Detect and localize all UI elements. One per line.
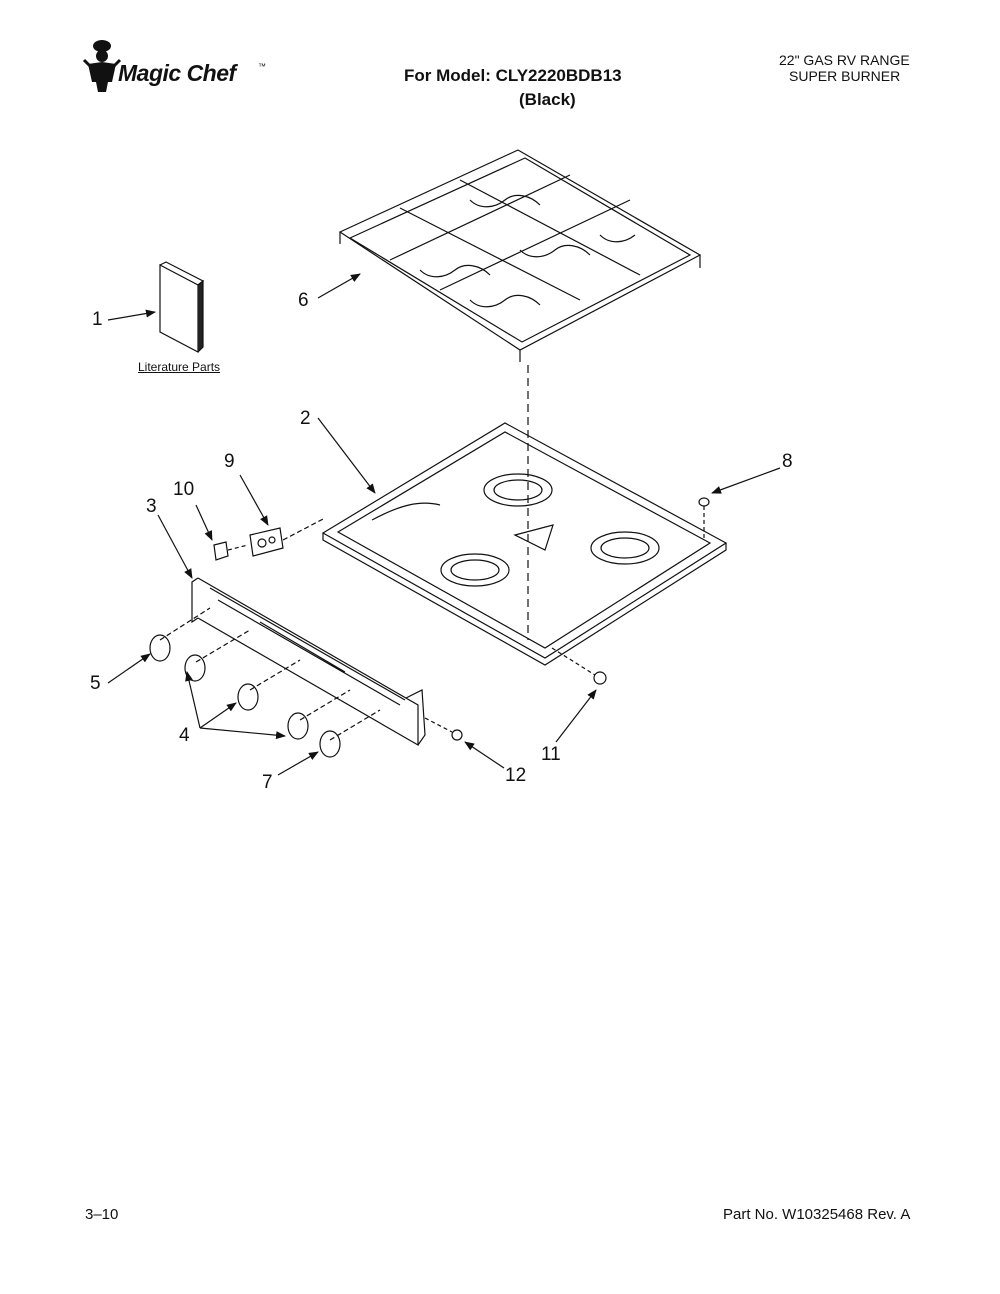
callout-leaders <box>107 273 781 776</box>
model-color: (Black) <box>519 90 576 109</box>
burner-grate <box>338 149 702 362</box>
valve-assembly <box>213 517 326 561</box>
callout-2: 2 <box>300 408 311 429</box>
screw-12 <box>424 717 463 741</box>
callout-10: 10 <box>173 479 195 500</box>
callout-9: 9 <box>224 451 235 472</box>
callout-11: 11 <box>541 744 561 765</box>
burner-knobs <box>149 634 341 758</box>
page-number: 3–10 <box>85 1206 119 1223</box>
product-subtitle: SUPER BURNER <box>789 68 901 84</box>
literature-parts-label: Literature Parts <box>138 360 221 374</box>
product-title: 22" GAS RV RANGE <box>779 52 910 68</box>
cooktop-screw-8 <box>698 497 710 540</box>
part-number: Part No. W10325468 Rev. A <box>723 1206 911 1223</box>
model-number: For Model: CLY2220BDB13 <box>404 66 622 85</box>
control-panel <box>159 577 426 747</box>
chef-logo-icon <box>82 40 122 92</box>
brand-name: Magic Chef <box>118 60 236 86</box>
callout-4: 4 <box>179 725 190 746</box>
callout-6: 6 <box>298 290 309 311</box>
callout-12: 12 <box>505 765 527 786</box>
callout-8: 8 <box>782 451 793 472</box>
cooktop <box>321 422 728 666</box>
literature-booklet <box>159 261 205 353</box>
callout-3: 3 <box>146 496 157 517</box>
callout-7: 7 <box>262 772 273 793</box>
screw-11 <box>551 647 607 685</box>
brand-logo <box>82 38 122 94</box>
brand-trademark: ™ <box>258 62 266 71</box>
callout-1: 1 <box>92 309 103 330</box>
callout-5: 5 <box>90 673 101 694</box>
